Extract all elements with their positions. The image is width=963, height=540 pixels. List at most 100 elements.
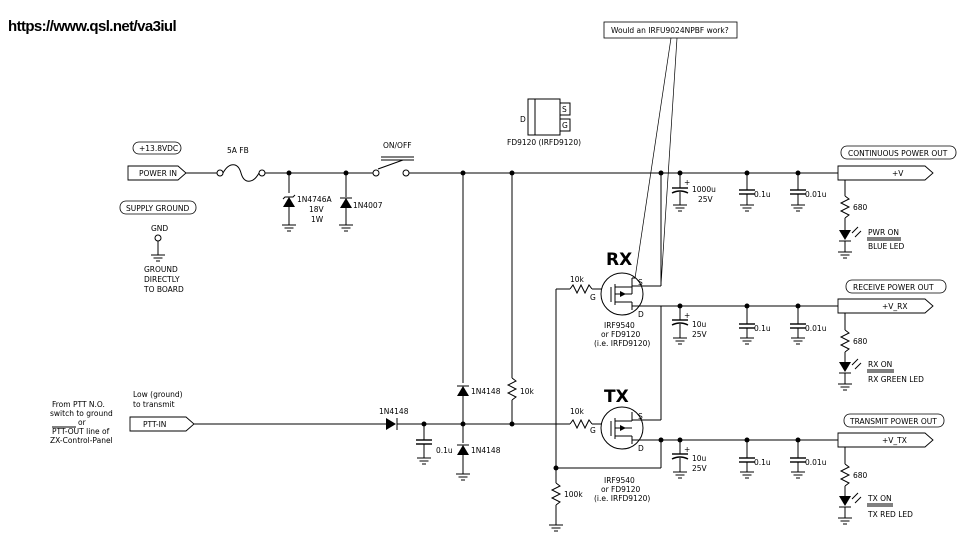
plus-v-text: +V bbox=[892, 169, 904, 178]
from-ptt-line1: From PTT N.O. bbox=[52, 400, 105, 409]
rx-s-label: S bbox=[638, 278, 643, 287]
cap-10u-rx: + bbox=[671, 306, 690, 345]
resistor-100k bbox=[548, 468, 564, 532]
zener-diode bbox=[281, 173, 297, 232]
diode-1n4148-lower bbox=[455, 424, 471, 481]
cap-0-01u-tx-label: 0.01u bbox=[805, 458, 827, 467]
cap-1000u-value: 1000u bbox=[692, 185, 716, 194]
cap-0-01u-tx bbox=[790, 440, 806, 479]
ptt-in-text: PTT-IN bbox=[143, 420, 166, 429]
tx-label: TX bbox=[604, 387, 629, 407]
cap-0-01u-rx bbox=[790, 306, 806, 345]
diode-1n4148-input bbox=[386, 418, 398, 430]
package-s-label: S bbox=[562, 105, 567, 114]
gnd-terminal bbox=[154, 234, 162, 242]
receive-power-out-label: RECEIVE POWER OUT bbox=[845, 279, 947, 294]
led-blue bbox=[837, 173, 862, 259]
transmit-power-out-text: TRANSMIT POWER OUT bbox=[849, 417, 937, 426]
receive-power-out-text: RECEIVE POWER OUT bbox=[853, 283, 934, 292]
diode-1n4007-label: 1N4007 bbox=[353, 201, 383, 210]
power-in-text: POWER IN bbox=[139, 169, 177, 178]
pwr-on-label: PWR ON bbox=[868, 228, 899, 237]
res-680-cont-label: 680 bbox=[853, 203, 868, 212]
tx-note-line2: or FD9120 bbox=[601, 485, 640, 494]
tx-red-led-label: TX RED LED bbox=[867, 510, 913, 519]
diode-1n4148-upper bbox=[457, 173, 469, 424]
rx-label: RX bbox=[606, 250, 632, 270]
continuous-power-out-label: CONTINUOUS POWER OUT bbox=[840, 145, 957, 160]
power-in-port: POWER IN bbox=[127, 165, 187, 181]
cap-10u-rx-value: 10u bbox=[692, 320, 707, 329]
rx-on-label: RX ON bbox=[868, 360, 892, 369]
rx-green-led-label: RX GREEN LED bbox=[868, 375, 924, 384]
rx-g-label: G bbox=[590, 293, 596, 302]
fuse-label: 5A FB bbox=[227, 146, 249, 155]
from-ptt-line2: switch to ground bbox=[50, 409, 113, 418]
rx-mosfet bbox=[600, 272, 644, 316]
plus-v-rx-port: +V_RX bbox=[837, 298, 934, 314]
cap-input-label: 0.1u bbox=[436, 446, 453, 455]
supply-ground-text: SUPPLY GROUND bbox=[126, 204, 189, 213]
on-off-switch bbox=[372, 156, 414, 177]
tx-mosfet bbox=[600, 406, 644, 450]
fuse bbox=[222, 164, 260, 182]
diode-1n4007 bbox=[338, 173, 354, 232]
question-note: Would an IRFU9024NPBF work? bbox=[603, 21, 738, 286]
ground-note-line2: DIRECTLY bbox=[144, 275, 180, 284]
cap-0-01u-cont-label: 0.01u bbox=[805, 190, 827, 199]
tx-note-line3: (i.e. IRFD9120) bbox=[594, 494, 650, 503]
cap-0-1u-rx bbox=[739, 306, 755, 345]
package-d-label: D bbox=[520, 115, 526, 124]
diode-lower-label: 1N4148 bbox=[471, 446, 501, 455]
cap-0-01u-cont bbox=[790, 173, 806, 212]
res-680-tx-label: 680 bbox=[853, 471, 868, 480]
resistor-100k-label: 100k bbox=[564, 490, 583, 499]
cap-1000u-voltage: 25V bbox=[698, 195, 714, 204]
cont-power-out-text: CONTINUOUS POWER OUT bbox=[848, 149, 948, 158]
cap-0-1u-cont bbox=[739, 173, 755, 212]
cap-0-01u-rx-label: 0.01u bbox=[805, 324, 827, 333]
plus-v-port: +V bbox=[837, 165, 934, 181]
cap-1000u: + bbox=[671, 173, 690, 212]
cap-0-1u-tx-label: 0.1u bbox=[754, 458, 771, 467]
website-url[interactable]: https://www.qsl.net/va3iul bbox=[8, 18, 177, 35]
zener-label-part: 1N4746A bbox=[297, 195, 332, 204]
resistor-10k-rx-gate bbox=[556, 283, 602, 295]
ground-icon bbox=[150, 254, 166, 262]
from-ptt-line3: or bbox=[78, 418, 87, 427]
supply-voltage-text: +13.8VDC bbox=[139, 144, 178, 153]
ptt-in-port: PTT-IN bbox=[129, 416, 195, 432]
rx-gate-res-label: 10k bbox=[570, 275, 585, 284]
blue-led-label: BLUE LED bbox=[868, 242, 904, 251]
zener-label-power: 1W bbox=[311, 215, 324, 224]
rx-d-label: D bbox=[638, 310, 644, 319]
resistor-10k-tx-gate bbox=[568, 418, 602, 430]
tx-gate-res-label: 10k bbox=[570, 407, 585, 416]
package-g-label: G bbox=[562, 121, 568, 130]
rx-note-line2: or FD9120 bbox=[601, 330, 640, 339]
ground-note-line3: TO BOARD bbox=[143, 285, 184, 294]
diode-input-label: 1N4148 bbox=[379, 407, 409, 416]
tx-s-label: S bbox=[638, 412, 643, 421]
tx-on-label: TX ON bbox=[867, 494, 892, 503]
plus-v-rx-text: +V_RX bbox=[882, 302, 908, 311]
cap-0-1u-cont-label: 0.1u bbox=[754, 190, 771, 199]
from-ptt-line4: PTT-OUT line of bbox=[52, 427, 110, 436]
svg-text:+: + bbox=[684, 311, 690, 320]
resistor-10k-pullup bbox=[506, 173, 518, 424]
led-red bbox=[837, 440, 862, 525]
tx-g-label: G bbox=[590, 426, 596, 435]
diode-upper-label: 1N4148 bbox=[471, 387, 501, 396]
fd9120-package: D S G FD9120 (IRFD9120) bbox=[507, 98, 581, 147]
cap-0-1u-tx bbox=[739, 440, 755, 479]
cap-10u-tx-voltage: 25V bbox=[692, 464, 708, 473]
rx-note-line1: IRF9540 bbox=[604, 321, 635, 330]
low-to-transmit-line1: Low (ground) bbox=[133, 390, 183, 399]
transmit-power-out-label: TRANSMIT POWER OUT bbox=[843, 413, 945, 428]
led-green bbox=[837, 306, 862, 391]
plus-v-tx-text: +V_TX bbox=[882, 436, 907, 445]
svg-text:+: + bbox=[684, 178, 690, 187]
res-680-rx-label: 680 bbox=[853, 337, 868, 346]
question-note-text: Would an IRFU9024NPBF work? bbox=[611, 26, 729, 35]
